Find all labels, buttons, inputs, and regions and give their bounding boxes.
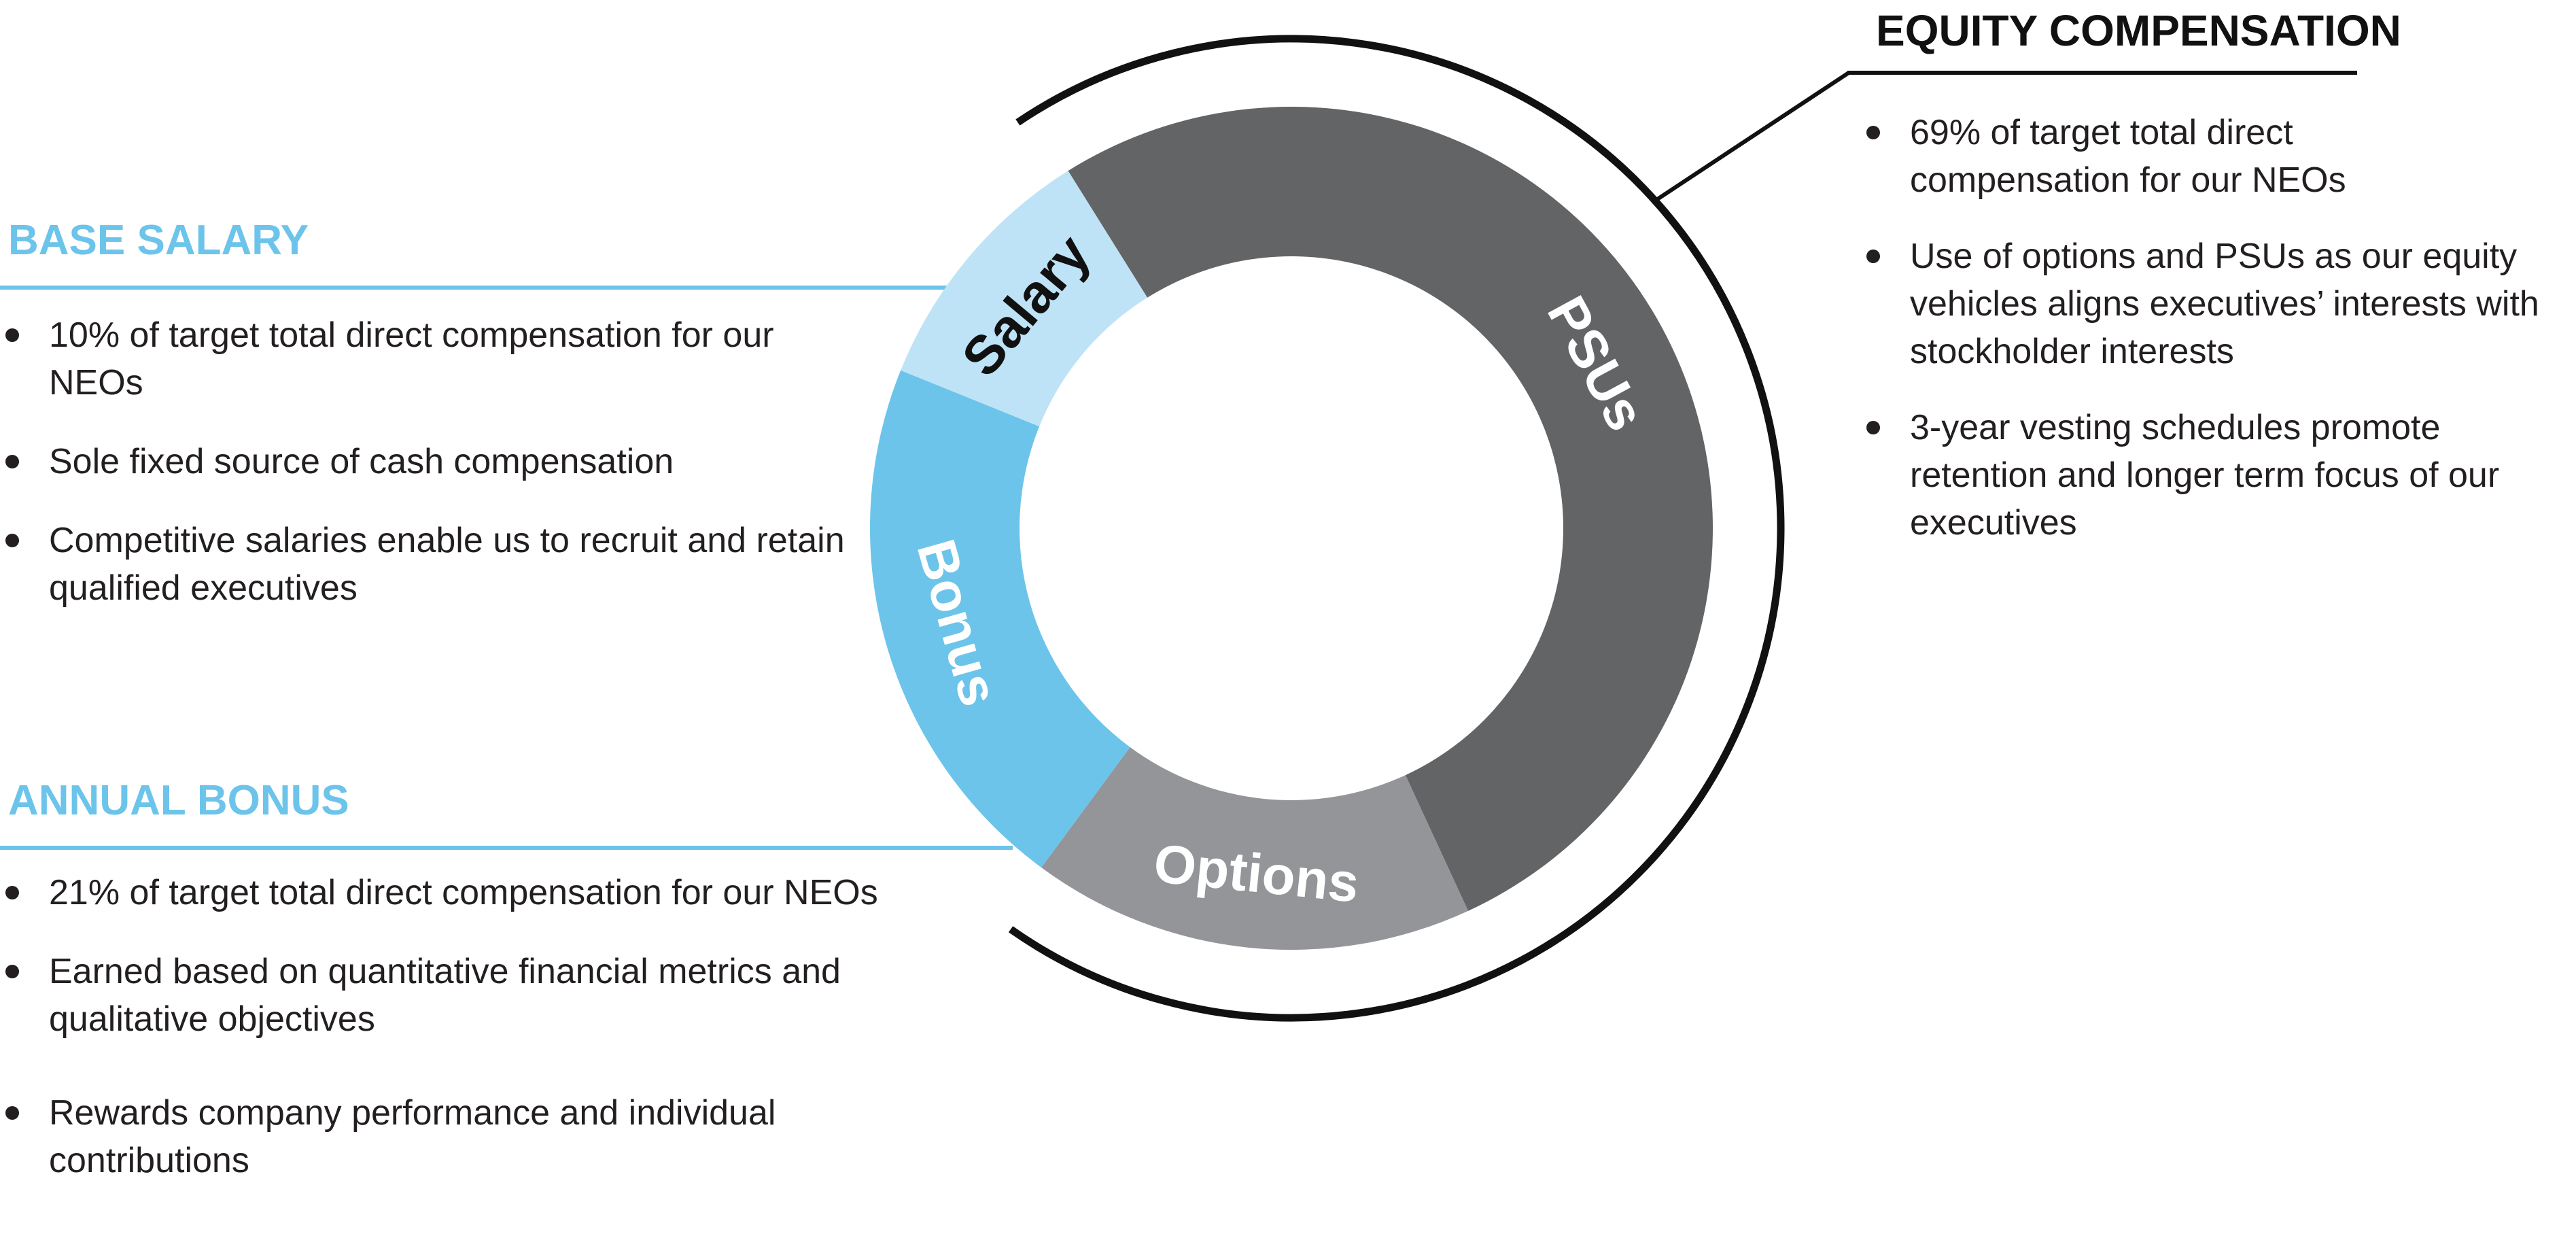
equity-compensation-rule [1847,71,2357,75]
base-salary-panel: BASE SALARY [0,216,952,264]
equity-compensation-list: 69% of target total direct compensation … [1861,109,2568,547]
base-salary-rule [0,286,992,290]
annual-bonus-panel: ANNUAL BONUS [0,776,952,825]
equity-compensation-panel: EQUITY COMPENSATION [1876,5,2556,56]
list-item: 3-year vesting schedules promote retenti… [1861,404,2576,547]
donut-slice-options [1041,746,1469,950]
list-item: Rewards company performance and individu… [0,1089,905,1184]
annual-bonus-rule [0,846,1013,850]
equity-connector-line [1654,71,1850,203]
annual-bonus-list: 21% of target total direct compensation … [0,869,965,1184]
donut-slices [870,106,1713,950]
equity-compensation-title: EQUITY COMPENSATION [1876,6,2401,55]
equity-bracket-arc [1008,35,1785,1022]
donut-slice-psus [1068,106,1713,911]
list-item: Competitive salaries enable us to recrui… [0,517,856,612]
list-item: 21% of target total direct compensation … [0,869,919,916]
list-item: Earned based on quantitative financial m… [0,948,965,1043]
list-item: Sole fixed source of cash compensation [0,438,856,485]
base-salary-title: BASE SALARY [8,217,309,264]
list-item: 69% of target total direct compensation … [1861,109,2467,204]
list-item: Use of options and PSUs as our equity ve… [1861,233,2568,375]
donut-slice-bonus [870,370,1130,868]
donut-slice-salary [901,171,1148,427]
annual-bonus-title: ANNUAL BONUS [8,777,349,824]
list-item: 10% of target total direct compensation … [0,311,856,407]
base-salary-list: 10% of target total direct compensation … [0,311,856,612]
